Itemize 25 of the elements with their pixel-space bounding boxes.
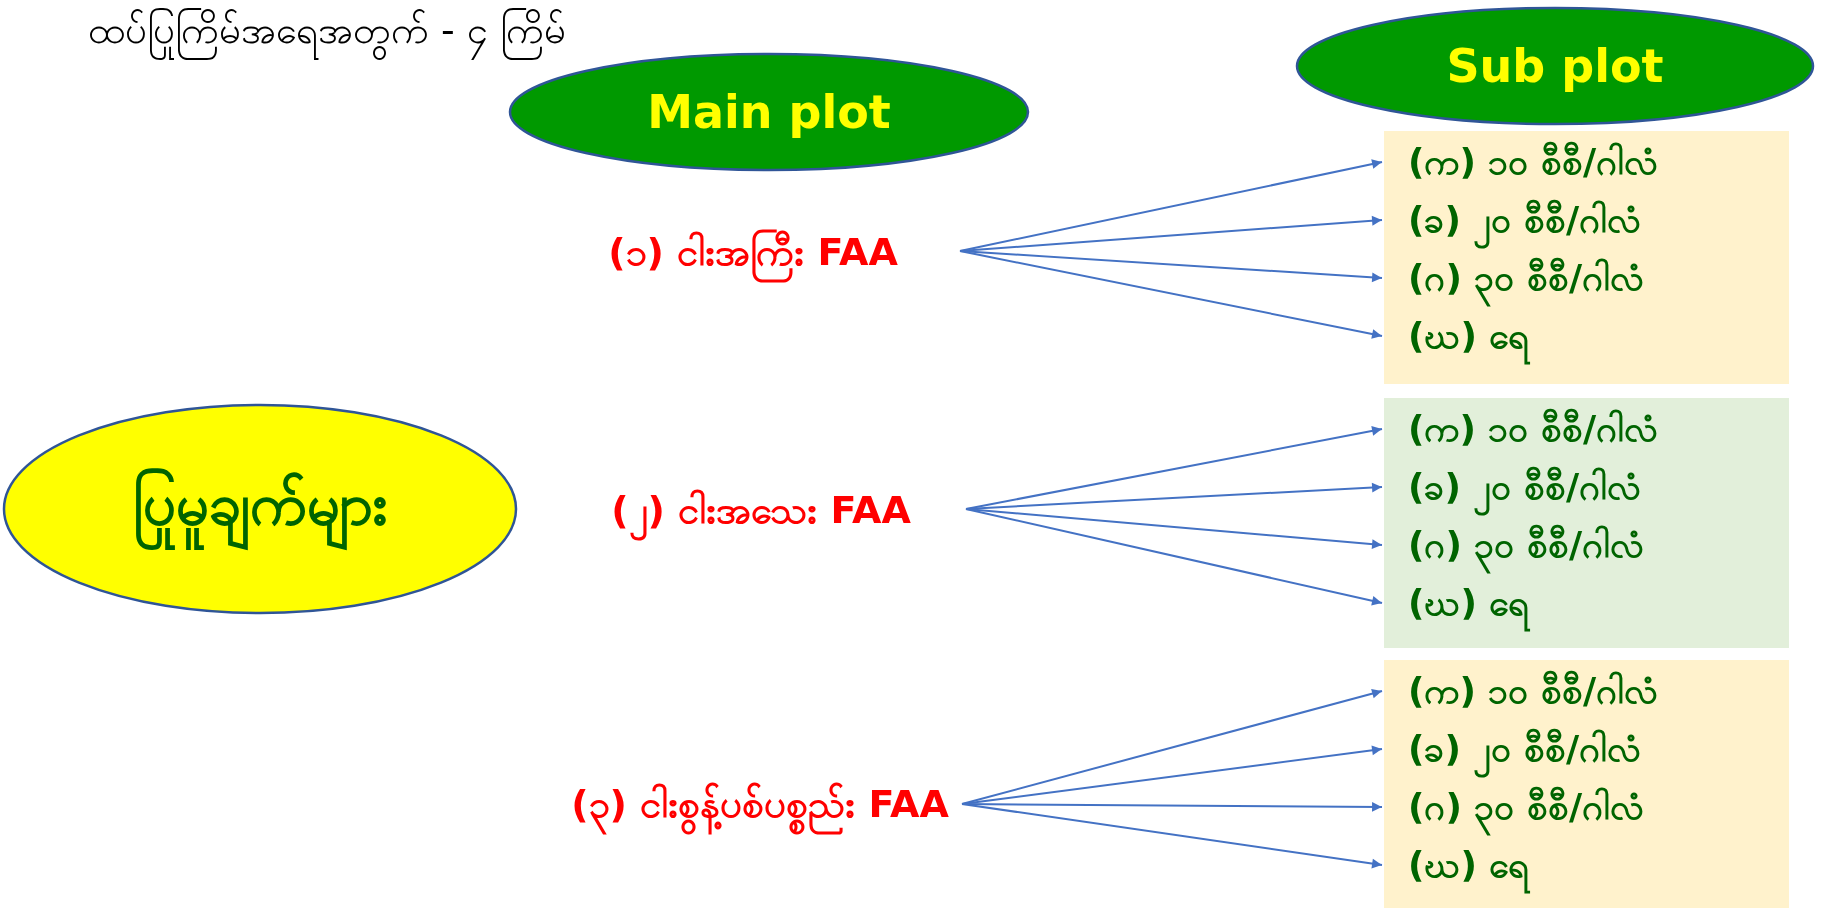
main-plot-label: (၃) ငါးစွန့်ပစ်ပစ္စည်း FAA	[560, 774, 960, 902]
sub-plot-label: (က) ၁၀ စီစီ/ဂါလံ	[1384, 662, 1789, 720]
sub-plot-label: (ဂ) ၃၀ စီစီ/ဂါလံ	[1384, 778, 1789, 836]
arrow	[965, 508, 1383, 606]
sub-plot-label: (က) ၁၀ စီစီ/ဂါလံ	[1384, 400, 1789, 458]
sub-plot-panel	[1384, 398, 1789, 648]
sub-plot-panel	[1384, 131, 1789, 384]
sub-plot-label: (က) ၁၀ စီစီ/ဂါလံ	[1384, 133, 1789, 191]
arrow	[961, 688, 1383, 805]
arrow	[965, 508, 1383, 550]
plot-ellipse: Sub plot	[1295, 6, 1815, 126]
sub-plot-panel	[1384, 660, 1789, 908]
sub-plot-label: (ခ) ၂၀ စီစီ/ဂါလံ	[1384, 720, 1789, 778]
sub-plot-label: (ခ) ၂၀ စီစီ/ဂါလံ	[1384, 458, 1789, 516]
arrow	[959, 159, 1383, 252]
arrow	[959, 250, 1383, 339]
sub-plot-label: (ဂ) ၃၀ စီစီ/ဂါလံ	[1384, 516, 1789, 574]
arrow	[965, 426, 1383, 510]
treatment-ellipse: ပြုမူချက်များ	[2, 403, 518, 615]
sub-plot-label: (ဃ) ရေ	[1384, 307, 1789, 365]
arrow	[961, 803, 1383, 869]
sub-plot-label: (ခ) ၂၀ စီစီ/ဂါလံ	[1384, 191, 1789, 249]
sub-plot-label: (ဃ) ရေ	[1384, 574, 1789, 632]
sub-plot-label: (ဃ) ရေ	[1384, 836, 1789, 894]
sub-plot-label: (ဂ) ၃၀ စီစီ/ဂါလံ	[1384, 249, 1789, 307]
